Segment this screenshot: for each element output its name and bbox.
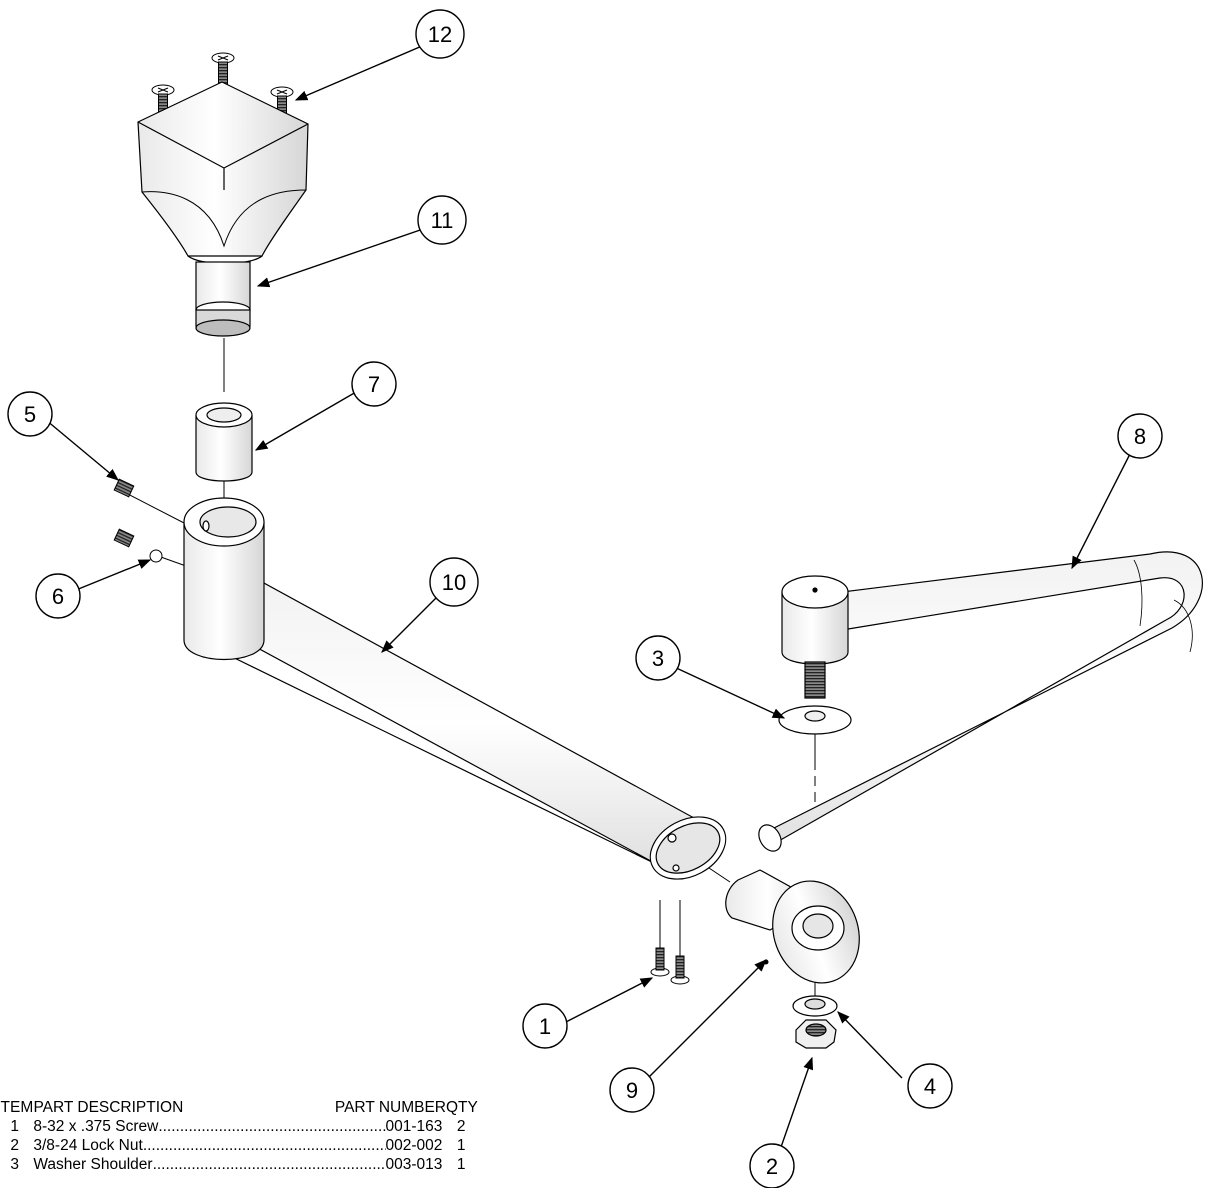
row-part-number: 001-163: [385, 1118, 443, 1135]
set-screws-items-5-6: [113, 478, 163, 563]
callout-2: 2: [749, 1143, 795, 1188]
lock-nut-item-2: [795, 1019, 837, 1049]
mount-head-item-11: [137, 81, 309, 337]
row-item: 1: [10, 1118, 19, 1135]
callout-4: 4: [907, 1063, 953, 1109]
callout-11: 11: [417, 195, 467, 245]
clamp-item-9: [725, 869, 860, 984]
callout-7: 7: [351, 361, 397, 407]
svg-text:2: 2: [766, 1154, 778, 1179]
callout-12: 12: [415, 9, 465, 59]
parts-table-header: ITEM PART DESCRIPTION PART NUMBER QTY: [0, 1098, 478, 1117]
header-part-number: PART NUMBER: [334, 1099, 446, 1116]
row-item: 2: [10, 1137, 19, 1154]
arm-item-10: [183, 497, 727, 880]
table-row: 3 Washer Shoulder.......................…: [0, 1155, 476, 1174]
header-description: PART DESCRIPTION: [33, 1099, 184, 1116]
svg-text:3: 3: [652, 646, 664, 671]
callout-balloons: 1 2 3 4 5 6 7 8 9 10 11 12: [7, 9, 1163, 1188]
handle-item-8: [758, 551, 1203, 852]
parts-list-table: ITEM PART DESCRIPTION PART NUMBER QTY 1 …: [0, 1098, 478, 1174]
callout-5: 5: [7, 391, 53, 437]
row-qty: 1: [456, 1137, 466, 1154]
svg-text:9: 9: [626, 1078, 638, 1103]
callout-9: 9: [609, 1067, 655, 1113]
row-part-number: 003-013: [385, 1156, 443, 1173]
svg-text:6: 6: [52, 584, 64, 609]
washer-item-3: [778, 705, 852, 735]
leader-lines: [45, 45, 1133, 1151]
table-row: 2 3/8-24 Lock Nut.......................…: [0, 1136, 476, 1155]
row-qty: 2: [456, 1118, 466, 1135]
svg-text:1: 1: [539, 1014, 551, 1039]
table-row: 1 8-32 x .375 Screw.....................…: [0, 1117, 476, 1136]
row-qty: 1: [456, 1156, 466, 1173]
svg-text:7: 7: [368, 372, 380, 397]
svg-text:8: 8: [1134, 424, 1146, 449]
svg-text:11: 11: [431, 208, 454, 233]
svg-text:4: 4: [924, 1074, 936, 1099]
callout-3: 3: [635, 635, 681, 681]
row-description: 8-32 x .375 Screw: [33, 1118, 159, 1135]
screws-item-1: [650, 947, 690, 985]
callout-10: 10: [429, 557, 479, 607]
svg-text:10: 10: [442, 570, 466, 595]
callout-8: 8: [1117, 413, 1163, 459]
row-description: 3/8-24 Lock Nut: [33, 1137, 143, 1154]
row-description: Washer Shoulder: [33, 1156, 153, 1173]
svg-text:5: 5: [24, 402, 36, 427]
shoulder-washer-item-4: [792, 995, 838, 1017]
screws-item-12: [151, 52, 294, 161]
callout-1: 1: [522, 1003, 568, 1049]
bushing-item-7: [195, 402, 253, 482]
header-qty: QTY: [446, 1099, 478, 1116]
header-item: ITEM: [0, 1099, 34, 1116]
callout-6: 6: [35, 573, 81, 619]
svg-text:12: 12: [428, 22, 452, 47]
row-part-number: 002-002: [385, 1137, 443, 1154]
row-item: 3: [10, 1156, 19, 1173]
